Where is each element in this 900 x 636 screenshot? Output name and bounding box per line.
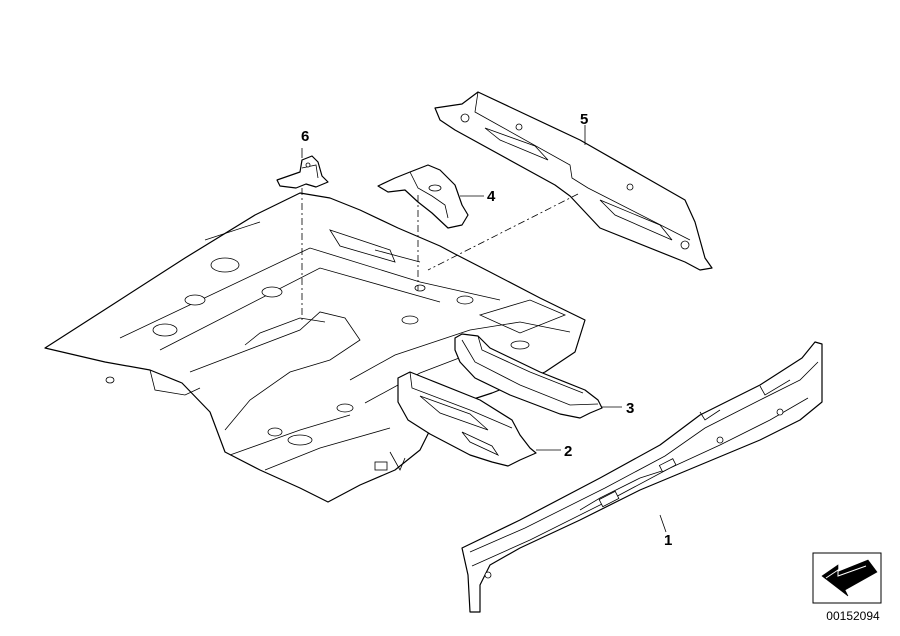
diagram-id: 00152094 bbox=[826, 609, 880, 623]
callout-labels: 6 5 4 3 2 1 bbox=[301, 111, 672, 549]
callout-3: 3 bbox=[626, 400, 634, 417]
callout-4: 4 bbox=[487, 188, 496, 205]
callout-1: 1 bbox=[664, 532, 672, 549]
callout-5: 5 bbox=[580, 111, 588, 128]
part-1-side-sill bbox=[461, 341, 823, 613]
part-6-bracket bbox=[276, 155, 329, 189]
part-3-member bbox=[454, 333, 603, 419]
callout-2: 2 bbox=[564, 443, 572, 460]
leader-lines bbox=[301, 125, 667, 533]
callout-6: 6 bbox=[301, 128, 309, 145]
floor-pan bbox=[44, 192, 586, 503]
part-5-cross-member bbox=[434, 91, 713, 271]
direction-arrow-icon bbox=[812, 552, 882, 604]
part-2-member bbox=[397, 371, 537, 467]
part-4-bracket bbox=[377, 164, 469, 229]
